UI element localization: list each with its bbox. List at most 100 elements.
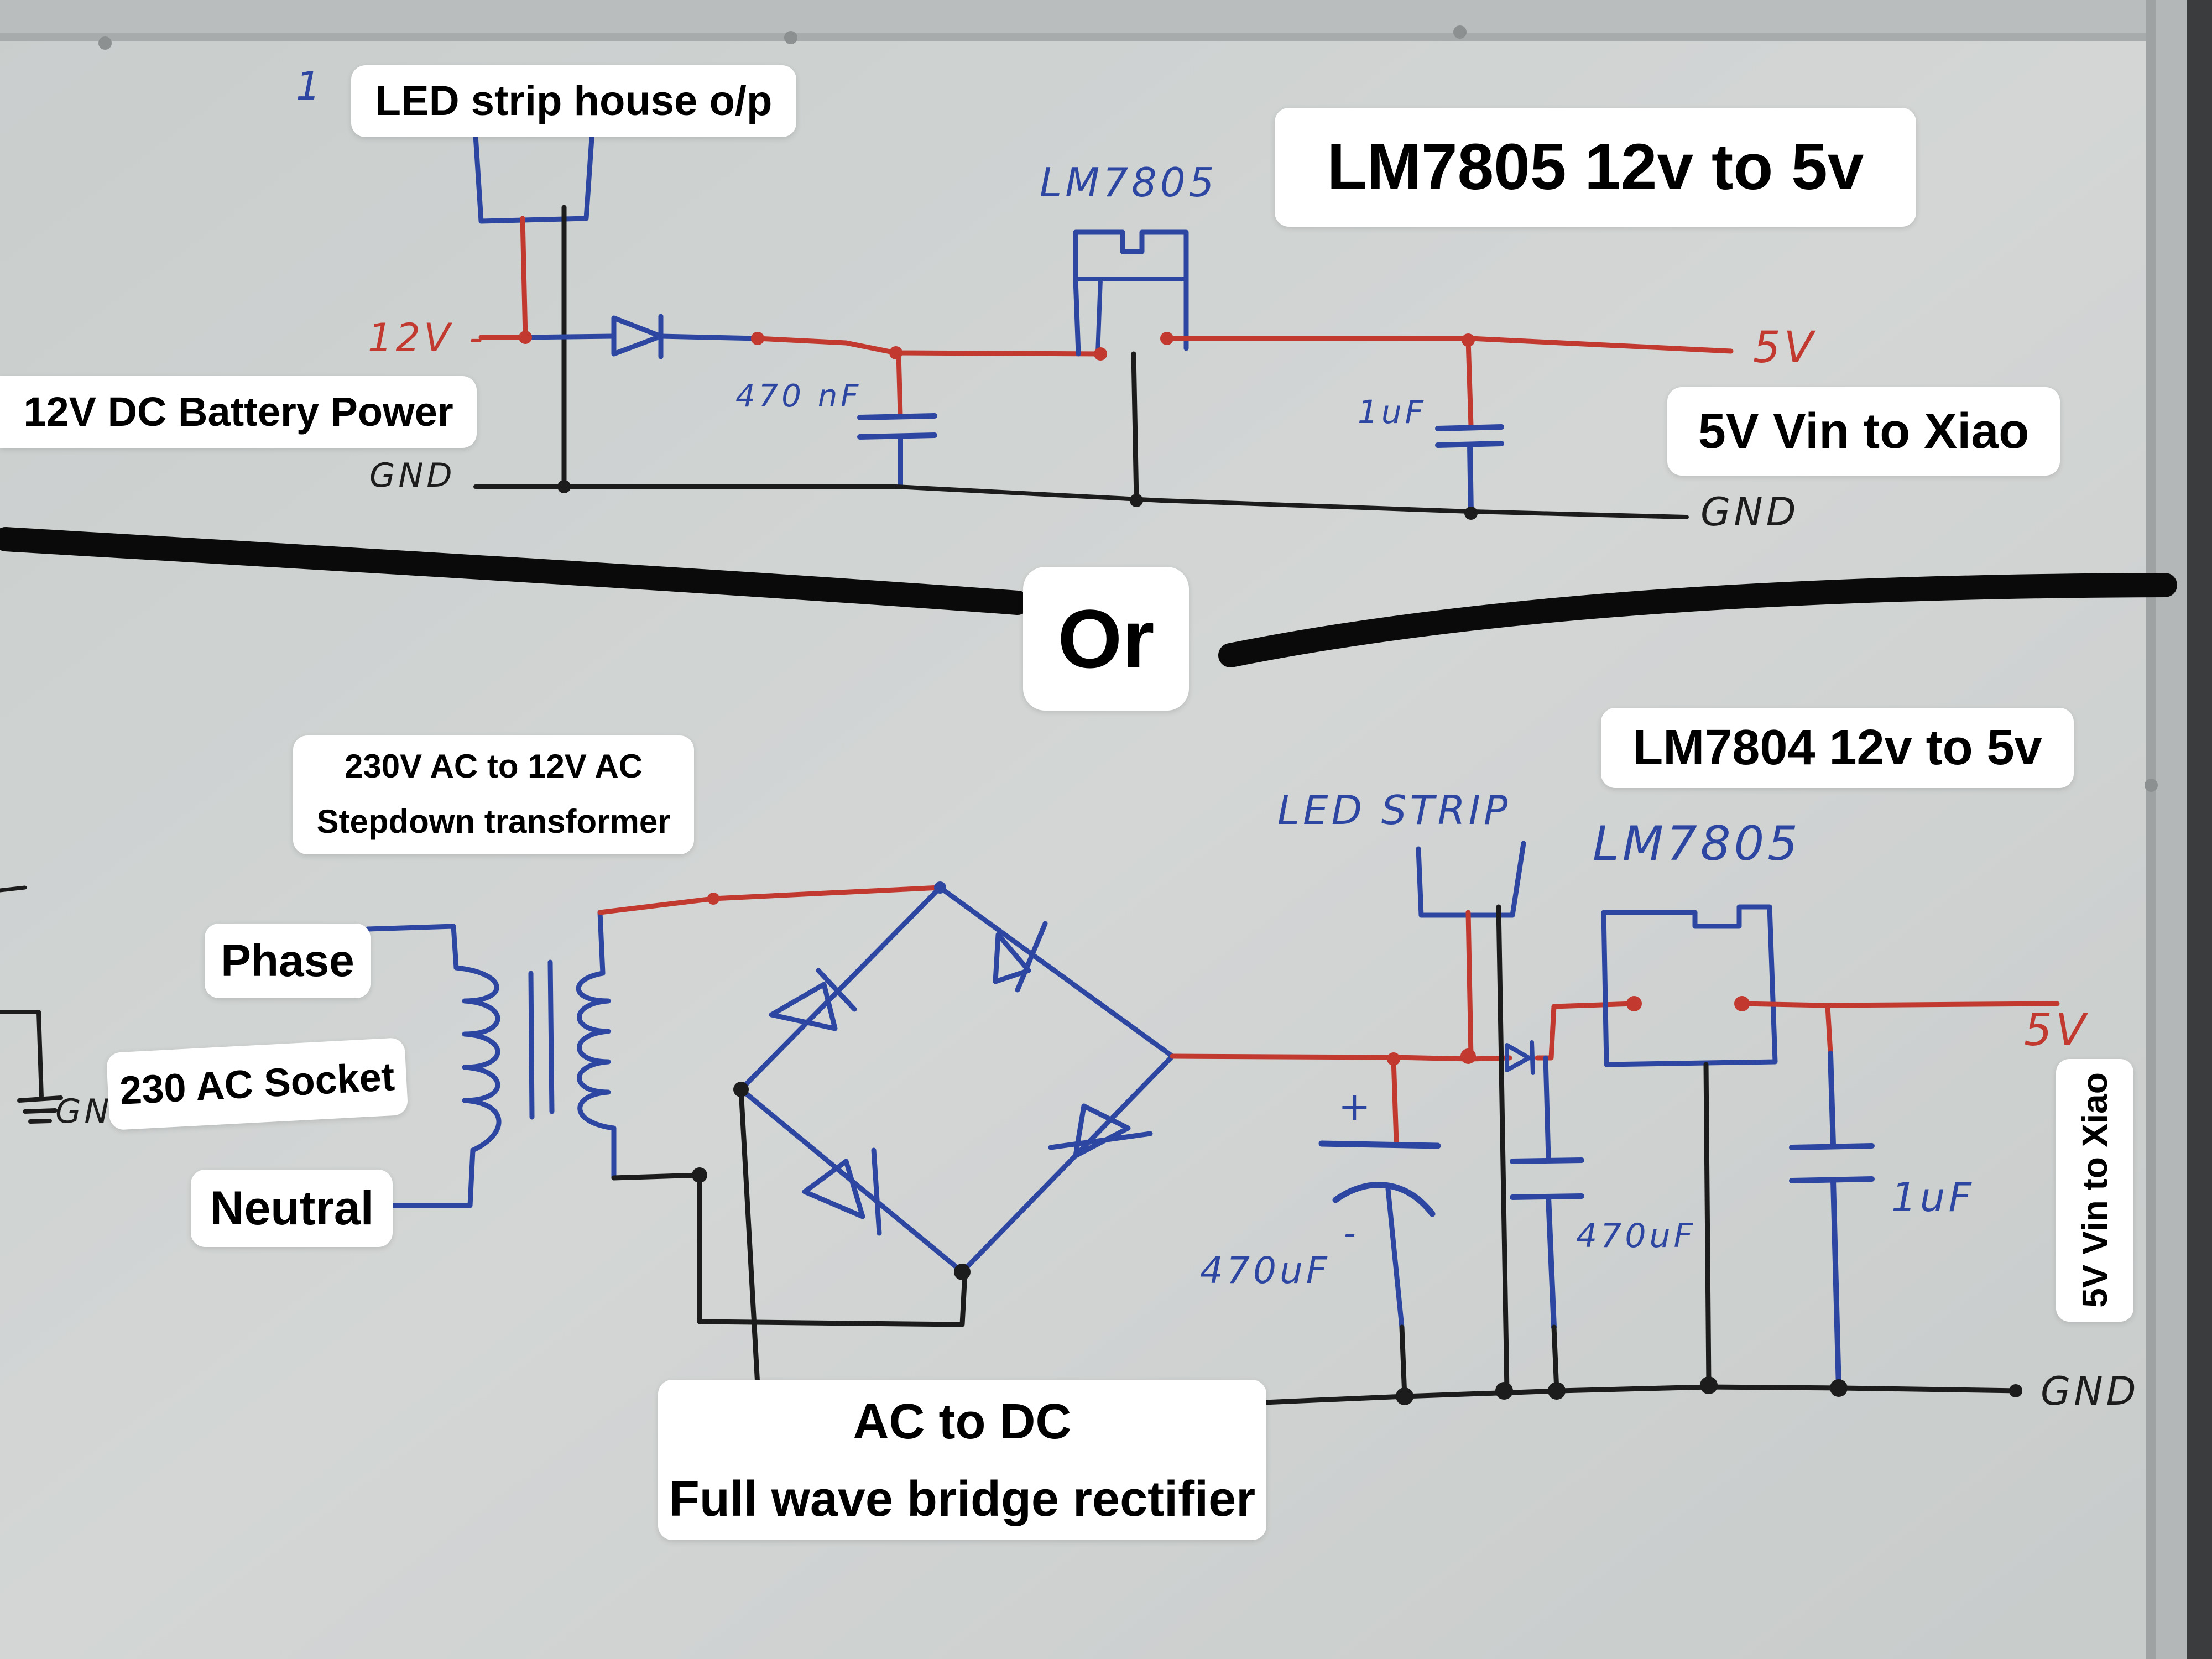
hw-470uf-left: 470uF [1200,1249,1331,1292]
frame-screw [98,36,112,50]
blue-wire-after-diode [658,333,760,341]
junction-dot [1130,494,1143,507]
junction-dot [1548,1382,1566,1400]
hw-gnd-top-right: GND [1700,489,1799,535]
board-right-frame-edge [2146,0,2156,1659]
hw-1uf-top: 1uF [1358,393,1427,431]
hw-led-strip: LED STRIP [1277,787,1511,833]
board-top-frame-edge [0,33,2157,41]
board-right-wall [2187,0,2212,1659]
cap-470uf-lead-top [1543,1055,1551,1161]
cap-1uf-bottom-plates [1789,1051,1875,1391]
led-strip-house-label: LED strip house o/p [351,65,796,137]
junction-dot [692,1167,707,1183]
hw-1uf-bottom: 1uF [1891,1174,1975,1220]
hw-470uf-right: 470uF [1576,1217,1696,1255]
blue-wire-to-diode [523,333,617,340]
junction-dot [1396,1387,1413,1405]
neutral-label: Neutral [191,1170,393,1247]
regulator-pin-in [1095,277,1103,356]
hw-5v-bottom: 5V [2024,1004,2089,1056]
phase-wire [365,924,459,971]
hw-gnd-bottom-left: GN [55,1092,112,1131]
led-strip-black-lead [1496,904,1510,1394]
regulator-pin-gnd [1131,351,1139,503]
or-divider-label: Or [1023,567,1189,711]
hw-gnd-bottom: GND [2041,1369,2140,1414]
bridge-diode-upper-left [769,968,857,1031]
cap-electrolytic-gnd-lead [1399,1324,1407,1399]
cap-electrolytic-lead [1391,1056,1399,1145]
rectifier-label-line2: Full wave bridge rectifier [669,1472,1256,1527]
black-wire-gnd-rail-bottom [1081,1384,2021,1413]
phase-label: Phase [205,924,371,998]
cap-470nf-plates [857,413,937,489]
divider-line-right [1218,573,2177,667]
transformer-label-line1: 230V AC to 12V AC [344,748,643,785]
junction-dot [1734,996,1750,1011]
bridge-diode-lower-right [1048,1103,1153,1159]
bottom-circuit [0,841,2060,1441]
battery-power-label: 12V DC Battery Power [0,376,477,448]
junction-dot [1700,1376,1718,1394]
frame-screw [1453,25,1467,39]
top-circuit [473,133,1734,520]
red-wire-bridge-out [1170,1053,1512,1062]
hw-gnd-top-left: GND [369,456,456,495]
cap-electrolytic-plate-curved [1332,1182,1436,1217]
bottom-vin-label-text: 5V Vin to Xiao [2075,1072,2115,1308]
red-wire-5v-out-bottom [1739,1001,2060,1008]
top-regulator-title: LM7805 12v to 5v [1275,108,1916,227]
led-strip-red-lead [1465,910,1474,1059]
ground-symbol-left [0,1010,63,1124]
cap-1uf-bottom-lead [1825,1004,1833,1056]
junction-dot [954,1264,971,1280]
junction-dot [1464,507,1478,520]
transformer-core [528,959,555,1120]
hw-minus: - [1344,1214,1359,1253]
hw-5v-top: 5V [1753,323,1817,373]
hw-digit-1: 1 [296,64,324,109]
red-wire-main-top [755,336,1103,357]
junction-dot [733,1082,749,1097]
hw-plus: + [1338,1084,1374,1129]
board-top-frame [0,0,2212,39]
cap-470uf-plates [1510,1157,1584,1330]
bridge-diode-upper-right [993,921,1048,993]
cap-1uf-lead-top [1465,337,1474,429]
junction-dot [1094,347,1107,361]
junction-dot [519,331,532,344]
hw-12v: 12V - [368,315,486,361]
junction-dot [1160,332,1173,345]
cap-470nf-lead-top [896,351,903,418]
junction-dot [889,346,902,359]
red-wire-12v-drop [520,216,528,340]
hw-lm7805-bottom: LM7805 [1593,816,1801,872]
junction-dot [1495,1382,1513,1400]
junction-dot [557,480,571,493]
regulator-pin-gnd-bottom [1703,1062,1712,1388]
junction-dot [751,332,764,345]
frame-screw [2145,779,2158,792]
junction-dot [934,881,946,894]
black-wire-bridge-return [697,1172,968,1327]
transformer-label-line2: Stepdown transformer [316,803,671,840]
bottom-vin-label-vertical: 5V Vin to Xiao [2056,1059,2133,1322]
socket-label: 230 AC Socket [106,1037,409,1131]
led-strip-connector [473,133,594,224]
bottom-regulator-title: LM7804 12v to 5v [1601,708,2074,788]
junction-dot [2009,1384,2022,1397]
junction-dot [707,893,719,905]
cap-electrolytic-lower-lead [1385,1186,1405,1330]
diode-small [1505,1040,1535,1075]
neutral-wire [384,1147,476,1208]
bridge-diode-lower-left [802,1147,882,1236]
rectifier-label: AC to DC Full wave bridge rectifier [658,1380,1266,1540]
junction-dot [1460,1048,1476,1064]
cap-1uf-plates [1435,424,1504,517]
hw-lm7805-top: LM7805 [1040,159,1217,206]
regulator-body-bottom [1601,904,1778,1067]
black-wire-gnd-rail-top [473,484,1689,519]
junction-dot [1830,1379,1848,1397]
black-wire-secondary [611,1172,702,1181]
